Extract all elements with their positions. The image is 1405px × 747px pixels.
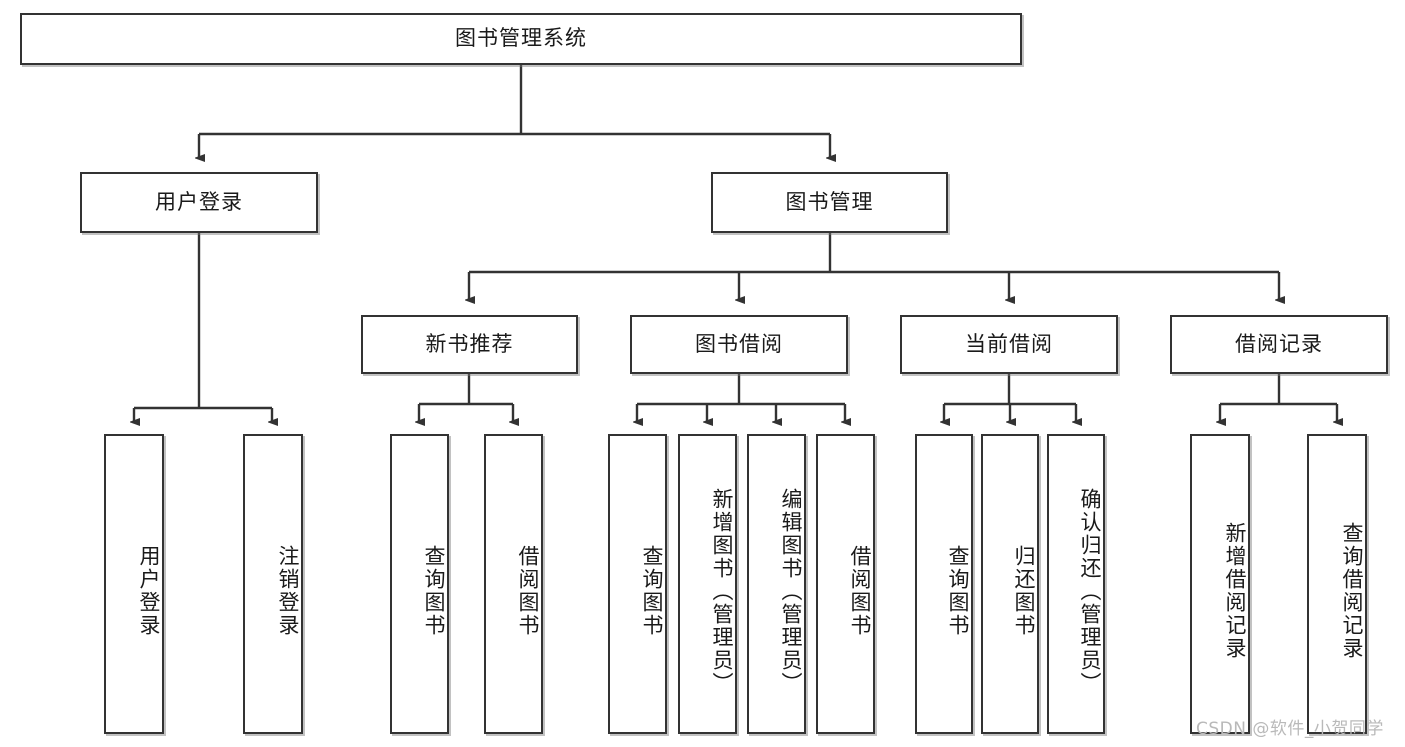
leaf-return-book[interactable]: 归还图书 bbox=[981, 434, 1039, 734]
csdn-watermark: CSDN @软件_小贺同学 bbox=[1196, 719, 1384, 739]
node-root-label: 图书管理系统 bbox=[455, 26, 587, 51]
node-borrow-records[interactable]: 借阅记录 bbox=[1170, 315, 1388, 374]
leaf-confirm-return-admin[interactable]: 确认归还（管理员） bbox=[1047, 434, 1105, 734]
leaf-borrow-query-book-label: 查询图书 bbox=[640, 545, 664, 637]
node-book-management-label: 图书管理 bbox=[785, 189, 874, 214]
node-root[interactable]: 图书管理系统 bbox=[20, 13, 1022, 65]
node-borrow-records-label: 借阅记录 bbox=[1235, 331, 1323, 356]
node-book-management[interactable]: 图书管理 bbox=[711, 172, 948, 233]
node-new-book-recommend-label: 新书推荐 bbox=[425, 331, 514, 356]
leaf-user-login[interactable]: 用户登录 bbox=[104, 434, 164, 734]
leaf-edit-book-admin[interactable]: 编辑图书（管理员） bbox=[747, 434, 806, 734]
leaf-borrow-query-book[interactable]: 查询图书 bbox=[608, 434, 667, 734]
leaf-user-login-label: 用户登录 bbox=[137, 545, 161, 637]
node-book-borrow-label: 图书借阅 bbox=[695, 331, 783, 356]
leaf-current-query-book-label: 查询图书 bbox=[946, 545, 970, 637]
leaf-return-book-label: 归还图书 bbox=[1012, 545, 1036, 637]
leaf-recommend-borrow-book-label: 借阅图书 bbox=[516, 545, 540, 637]
leaf-recommend-borrow-book[interactable]: 借阅图书 bbox=[484, 434, 543, 734]
leaf-query-borrow-record[interactable]: 查询借阅记录 bbox=[1307, 434, 1367, 734]
node-user-login[interactable]: 用户登录 bbox=[80, 172, 318, 233]
node-book-borrow[interactable]: 图书借阅 bbox=[630, 315, 848, 374]
leaf-borrow-book[interactable]: 借阅图书 bbox=[816, 434, 875, 734]
node-user-login-label: 用户登录 bbox=[155, 189, 243, 214]
leaf-query-borrow-record-label: 查询借阅记录 bbox=[1340, 522, 1364, 660]
node-current-borrow[interactable]: 当前借阅 bbox=[900, 315, 1118, 374]
leaf-edit-book-admin-label: 编辑图书（管理员） bbox=[779, 487, 803, 695]
leaf-recommend-query-book[interactable]: 查询图书 bbox=[390, 434, 449, 734]
leaf-add-borrow-record[interactable]: 新增借阅记录 bbox=[1190, 434, 1250, 734]
leaf-current-query-book[interactable]: 查询图书 bbox=[915, 434, 973, 734]
leaf-add-book-admin[interactable]: 新增图书（管理员） bbox=[678, 434, 737, 734]
leaf-recommend-query-book-label: 查询图书 bbox=[422, 545, 446, 637]
leaf-add-book-admin-label: 新增图书（管理员） bbox=[710, 487, 734, 695]
node-new-book-recommend[interactable]: 新书推荐 bbox=[361, 315, 578, 374]
leaf-borrow-book-label: 借阅图书 bbox=[848, 545, 872, 637]
leaf-add-borrow-record-label: 新增借阅记录 bbox=[1223, 522, 1247, 660]
leaf-confirm-return-admin-label: 确认归还（管理员） bbox=[1078, 487, 1102, 695]
leaf-user-logout[interactable]: 注销登录 bbox=[243, 434, 303, 734]
node-current-borrow-label: 当前借阅 bbox=[965, 331, 1053, 356]
leaf-user-logout-label: 注销登录 bbox=[276, 545, 300, 637]
